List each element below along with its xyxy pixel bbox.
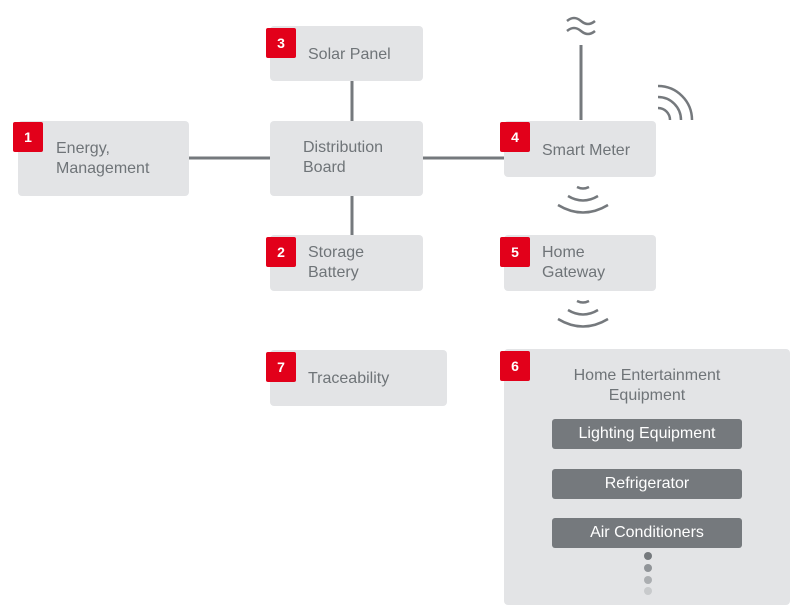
more-dot	[644, 552, 652, 560]
badge-7: 7	[266, 352, 296, 382]
ac-power-icon	[566, 16, 596, 36]
node-label: Traceability	[308, 370, 390, 387]
badge-3: 3	[266, 28, 296, 58]
lighting-equipment-item[interactable]: Lighting Equipment	[552, 419, 742, 449]
badge-6: 6	[500, 351, 530, 381]
energy-management-node[interactable]: Energy, Management	[18, 121, 189, 196]
node-label: Storage Battery	[308, 244, 365, 281]
refrigerator-item[interactable]: Refrigerator	[552, 469, 742, 499]
more-dot	[644, 576, 652, 584]
node-label: Distribution Board	[303, 139, 384, 176]
more-dot	[644, 564, 652, 572]
node-label: Energy, Management	[56, 140, 150, 177]
air-conditioners-item[interactable]: Air Conditioners	[552, 518, 742, 548]
wireless-signal-down-icon	[557, 185, 609, 214]
badge-5: 5	[500, 237, 530, 267]
node-label: Home Entertainment Equipment	[573, 367, 721, 404]
badge-1: 1	[13, 122, 43, 152]
node-label: Home Gateway	[542, 244, 606, 281]
distribution-board-node[interactable]: Distribution Board	[270, 121, 423, 196]
wireless-signal-icon	[657, 84, 694, 121]
more-dot	[644, 587, 652, 595]
badge-2: 2	[266, 237, 296, 267]
node-label: Solar Panel	[308, 46, 391, 63]
home-entertainment-node[interactable]: Home Entertainment Equipment Lighting Eq…	[504, 349, 790, 605]
traceability-node[interactable]: Traceability	[270, 350, 447, 406]
node-label: Smart Meter	[542, 142, 631, 159]
badge-4: 4	[500, 122, 530, 152]
wireless-signal-down-icon-2	[557, 299, 609, 328]
